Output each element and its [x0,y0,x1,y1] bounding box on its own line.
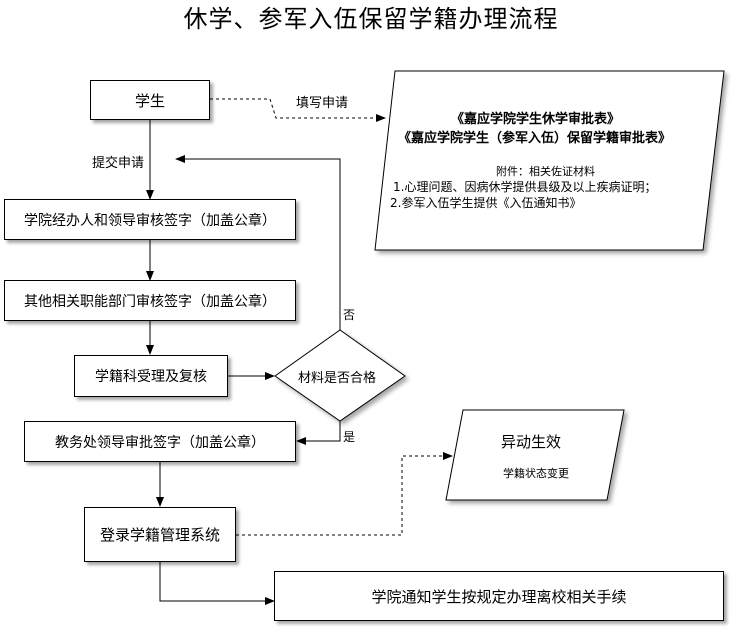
forms-line-1: 《嘉应学院学生休学审批表》 [451,112,621,127]
student-label: 学生 [134,91,165,110]
academic-affairs-node: 教务处领导审批签字（加盖公章） [24,421,296,462]
decision-yes-connector [296,421,341,445]
college-review-label: 学院经办人和领导审核签字（加盖公章） [24,212,276,229]
system-to-notify-connector [159,562,275,605]
student-node: 学生 [90,80,210,120]
system-entry-label: 登录学籍管理系统 [99,526,220,544]
effect-document-shape [445,409,625,501]
forms-document-shape [374,70,725,251]
notify-label: 学院通知学生按规定办理离校相关手续 [371,587,627,606]
decision-label: 材料是否合格 [298,371,377,386]
academic-affairs-label: 教务处领导审批签字（加盖公章） [55,434,265,451]
no-label: 否 [343,308,356,322]
decision-no-connector [175,155,341,330]
forms-item-1: 1.心理问题、因病休学提供县级及以上疾病证明； [393,180,657,194]
fill-application-label: 填写申请 [296,96,349,111]
fill-application-connector [210,98,386,122]
submit-application-label: 提交申请 [92,156,145,171]
system-entry-node: 登录学籍管理系统 [84,507,236,562]
forms-line-2: 《嘉应学院学生（参军入伍）保留学籍审批表》 [398,131,672,146]
dept-review-label: 其他相关职能部门审核签字（加盖公章） [24,293,276,310]
forms-item-2: 2.参军入伍学生提供《入伍通知书》 [390,196,582,210]
registry-review-label: 学籍科受理及复核 [95,369,207,385]
notify-node: 学院通知学生按规定办理离校相关手续 [274,571,724,621]
college-review-node: 学院经办人和领导审核签字（加盖公章） [4,199,296,240]
effect-heading: 异动生效 [501,433,562,451]
forms-attachment: 附件：相关佐证材料 [496,165,595,178]
system-to-effect-connector [236,452,453,536]
yes-label: 是 [343,430,356,444]
effect-sub: 学籍状态变更 [503,467,569,480]
dept-review-node: 其他相关职能部门审核签字（加盖公章） [4,280,296,321]
registry-review-node: 学籍科受理及复核 [74,355,228,397]
page-title: 休学、参军入伍保留学籍办理流程 [183,5,559,33]
